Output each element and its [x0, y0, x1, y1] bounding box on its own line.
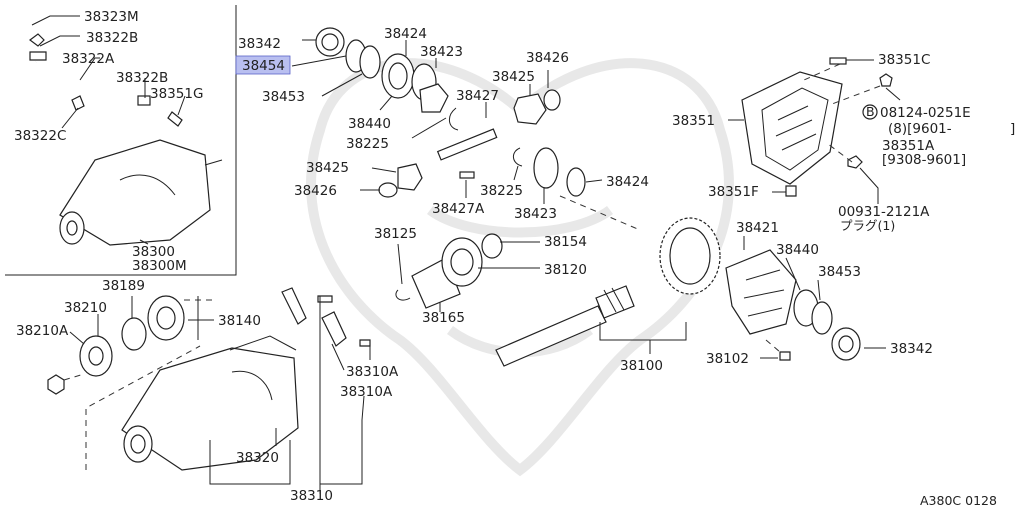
side-gear-stack: 38342 38454 38453 38440 38424 38423 3822…: [235, 26, 649, 222]
breather-cap: [29, 33, 45, 47]
spacer-38453: [359, 45, 381, 79]
circle-b-marker: [862, 104, 878, 120]
highlight-38454: [235, 55, 291, 75]
washer-38426-mid: [378, 182, 398, 198]
label-08124-bracket: ]: [1010, 121, 1015, 137]
side-gear-38423-mid: [533, 147, 559, 189]
label-38425-mid: 38425: [306, 160, 349, 176]
pinion-38425-top: [513, 93, 547, 125]
hose-clip: [71, 95, 85, 111]
label-38342-r: 38342: [890, 341, 933, 357]
bracket-38310: [281, 287, 307, 325]
pin-38427A: [459, 171, 475, 179]
drive-pinion-bearings: 38125 38154 38120 38165: [374, 226, 587, 326]
label-38440-top: 38440: [348, 116, 391, 132]
label-38423-mid: 38423: [514, 206, 557, 222]
label-38423-top: 38423: [420, 44, 463, 60]
label-38125: 38125: [374, 226, 417, 242]
label-38322B-b: 38322B: [116, 70, 168, 86]
nut-38210A: [47, 374, 65, 395]
label-38165: 38165: [422, 310, 465, 326]
label-38426-mid: 38426: [294, 183, 337, 199]
bolt-08124: [879, 73, 893, 87]
label-38323M: 38323M: [84, 9, 139, 25]
label-38351A-sub: [9308-9601]: [882, 152, 966, 168]
label-38300: 38300: [132, 244, 175, 260]
label-38427: 38427: [456, 88, 499, 104]
pinion-38424: [419, 83, 449, 113]
drive-pinion-38100: 38100: [495, 285, 687, 374]
stud-38351C: [829, 57, 847, 65]
washer-38426-top: [543, 89, 561, 111]
pinion-shaft-38427: [436, 128, 498, 161]
label-38310A-b: 38310A: [340, 384, 393, 400]
label-38225-mid: 38225: [480, 183, 523, 199]
label-38322C: 38322C: [14, 128, 66, 144]
pinion-shaft: [495, 305, 607, 367]
pinion-gear-head: [595, 285, 635, 319]
diff-housing-small: [59, 139, 211, 246]
bolt-38102: [779, 351, 791, 361]
pinion-38425-mid: [397, 163, 423, 191]
label-38100: 38100: [620, 358, 663, 374]
label-38351G: 38351G: [150, 86, 203, 102]
label-38425-top: 38425: [492, 69, 535, 85]
label-38300M: 38300M: [132, 258, 187, 274]
diff-case: [725, 249, 797, 335]
label-38120: 38120: [544, 262, 587, 278]
inset-breather-assembly: 38323M 38322B 38322A 38322B 38351G 38322…: [5, 5, 237, 276]
label-38351: 38351: [672, 113, 715, 129]
label-38453-top: 38453: [262, 89, 305, 105]
label-38322A: 38322A: [62, 51, 115, 67]
label-38351F: 38351F: [708, 184, 759, 200]
label-38342-top: 38342: [238, 36, 281, 52]
label-38421: 38421: [736, 220, 779, 236]
label-38424-mid: 38424: [606, 174, 649, 190]
label-38351A: 38351A: [882, 138, 935, 154]
rear-cover-38351: [741, 71, 843, 185]
figure-code: A380C 0128: [920, 493, 997, 508]
label-38189: 38189: [102, 278, 145, 294]
label-38154: 38154: [544, 234, 587, 250]
ring-gear-and-case: 38421 38440 38453 38342 38102: [559, 195, 933, 367]
label-38322B-a: 38322B: [86, 30, 138, 46]
label-38102: 38102: [706, 351, 749, 367]
label-38454: 38454: [242, 58, 285, 74]
label-38310: 38310: [290, 488, 333, 504]
seal-38189: [121, 317, 147, 351]
label-38210: 38210: [64, 300, 107, 316]
breather-tube: [167, 111, 183, 127]
thrust-washer-38424: [566, 167, 586, 197]
label-38440-r: 38440: [776, 242, 819, 258]
label-00931: 00931-2121A: [838, 204, 930, 220]
label-38225-top: 38225: [346, 136, 389, 152]
label-38453-r: 38453: [818, 264, 861, 280]
label-38427A: 38427A: [432, 201, 485, 217]
bolt-bracket-2: [359, 339, 371, 347]
hose-clamp-2: [137, 95, 151, 106]
carrier-housing-38320: [121, 347, 299, 471]
label-38426-top: 38426: [526, 50, 569, 66]
label-08124-sub: (8)[9601-: [888, 121, 952, 137]
label-38310A-a: 38310A: [346, 364, 399, 380]
bolt-bracket: [317, 295, 333, 303]
carrier-housing-assembly: 38210A 38210 38189 38140 38310A 38310A 3…: [16, 278, 399, 504]
label-38140: 38140: [218, 313, 261, 329]
label-38210A: 38210A: [16, 323, 69, 339]
bracket-38310A: [321, 311, 347, 347]
rear-cover-assembly: 38351C 38351 B 08124-0251E (8)[9601- ] 3…: [672, 52, 1015, 233]
seal-38154: [481, 233, 503, 259]
plug-00931: [847, 155, 863, 169]
circle-b-label: B: [866, 104, 875, 119]
label-38424-top: 38424: [384, 26, 427, 42]
hose-clamp: [29, 51, 47, 61]
breather-38351F: [785, 185, 797, 197]
shim-38453-r: [811, 301, 833, 335]
label-00931-sub: プラグ(1): [840, 218, 895, 233]
label-38320: 38320: [236, 450, 279, 466]
label-08124: 08124-0251E: [880, 105, 971, 121]
label-38351C: 38351C: [878, 52, 930, 68]
